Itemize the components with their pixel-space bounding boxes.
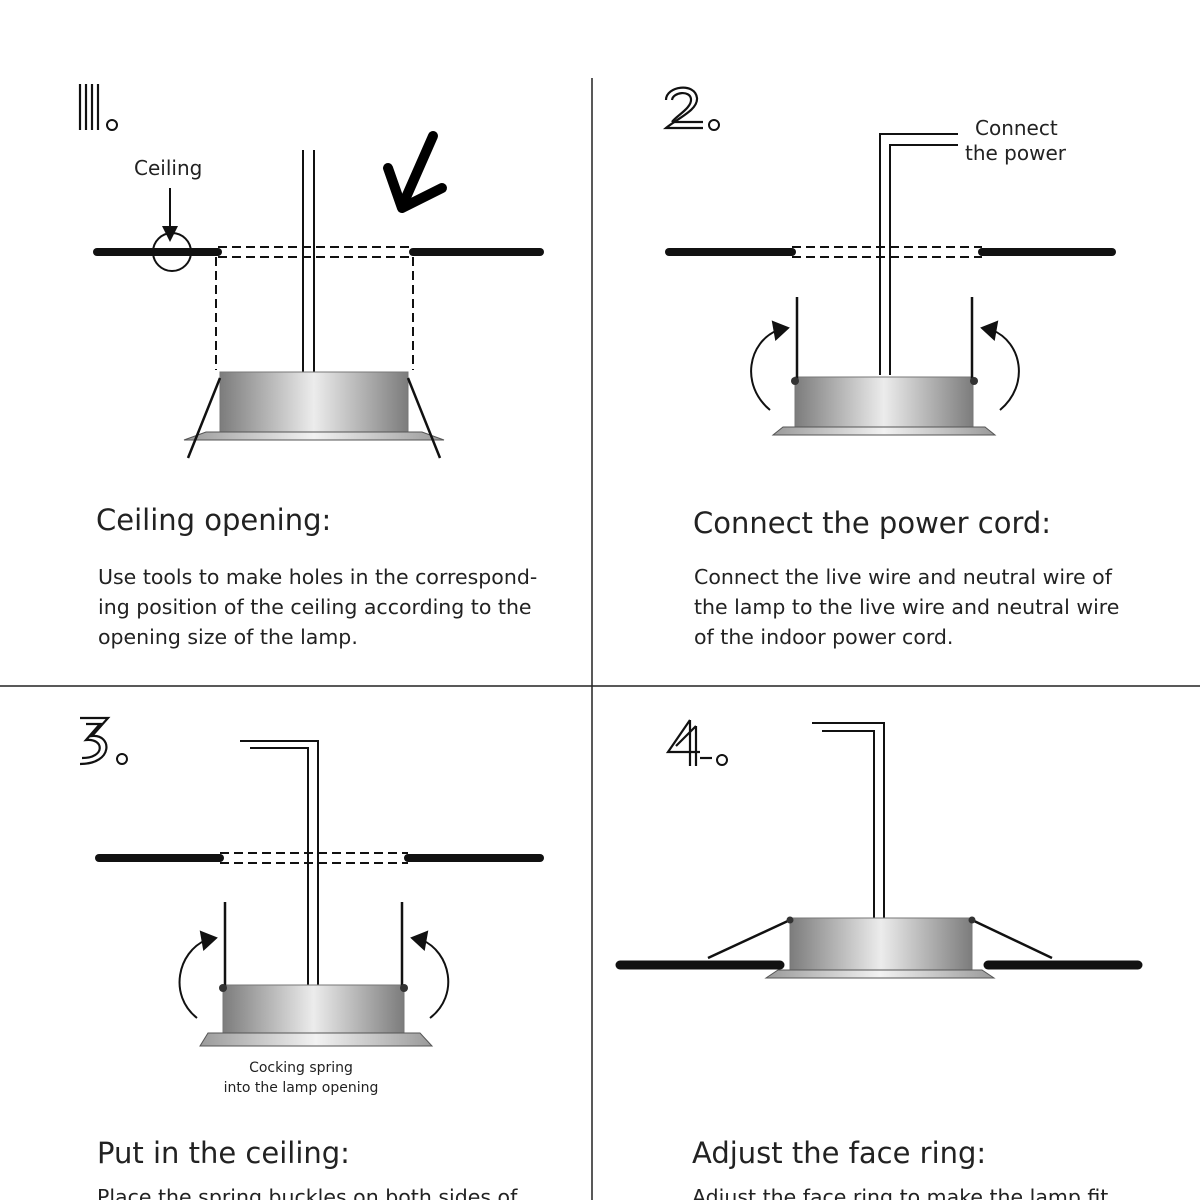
step-3-title: Put in the ceiling:	[97, 1136, 350, 1170]
ceiling-opening-dashed	[792, 246, 982, 258]
step-3-number	[79, 716, 128, 766]
ceiling-opening-dashed	[220, 852, 408, 864]
description-line: Connect the live wire and neutral wire o…	[694, 565, 1112, 589]
step-1-description: Use tools to make holes in the correspon…	[98, 562, 537, 652]
spring-rotate-arrow-icon	[750, 320, 1020, 411]
step-1-number	[78, 84, 118, 131]
description-line: the lamp to the live wire and neutral wi…	[694, 595, 1120, 619]
step-3-opening-label: into the lamp opening	[224, 1080, 379, 1096]
step-3-description: Place the spring buckles on both sides o…	[97, 1182, 517, 1200]
description-line: ing position of the ceiling according to…	[98, 595, 532, 619]
downlight-lamp	[199, 902, 434, 1047]
downlight-lamp	[183, 371, 445, 459]
downlight-lamp	[771, 297, 997, 436]
downlight-lamp	[707, 916, 1053, 979]
step-4-title: Adjust the face ring:	[692, 1136, 987, 1170]
description-line: opening size of the lamp.	[98, 625, 358, 649]
step-2-description: Connect the live wire and neutral wire o…	[694, 562, 1119, 652]
power-wire	[812, 722, 885, 918]
step-2-connect-label: Connect	[975, 116, 1058, 140]
step-1-ceiling-label: Ceiling	[134, 156, 202, 180]
step-4-description: Adjust the face ring to make the lamp fi…	[692, 1182, 1108, 1200]
description-line: Adjust the face ring to make the lamp fi…	[692, 1185, 1109, 1200]
step-3-spring-label: Cocking spring	[249, 1060, 353, 1076]
description-line: Place the spring buckles on both sides o…	[97, 1185, 518, 1200]
step-1-title: Ceiling opening:	[96, 503, 332, 537]
step-2-title: Connect the power cord:	[693, 506, 1052, 540]
description-line: of the indoor power cord.	[694, 625, 954, 649]
power-wire	[879, 133, 958, 375]
step-2-power-label: the power	[965, 141, 1067, 165]
power-wire	[302, 150, 315, 373]
description-line: Use tools to make holes in the correspon…	[98, 565, 538, 589]
ceiling-opening-dashed	[215, 246, 414, 370]
power-wire	[240, 740, 319, 985]
spring-rotate-arrow-icon	[178, 930, 450, 1019]
step-2-number	[662, 86, 720, 131]
big-arrow-icon	[383, 131, 447, 213]
step-4-number	[665, 719, 728, 766]
